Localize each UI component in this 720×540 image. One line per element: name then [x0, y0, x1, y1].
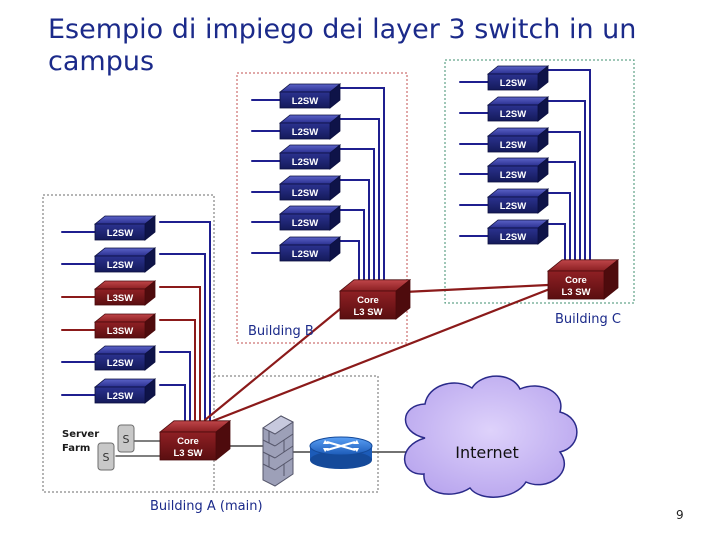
switch-label: L2SW — [292, 249, 318, 260]
switch-label: L2SW — [292, 127, 318, 138]
l2-switch: L2SW — [278, 114, 342, 140]
l2-switch: L2SW — [486, 96, 550, 122]
switch-label: L2SW — [500, 232, 526, 243]
svg-text:S: S — [103, 451, 110, 464]
server-icon: S — [97, 442, 115, 471]
l3-switch: L3SW — [93, 280, 157, 306]
l2-switch: L2SW — [93, 215, 157, 241]
slide-title: Esempio di impiego dei layer 3 switch in… — [48, 14, 637, 77]
l2-switch: L2SW — [93, 345, 157, 371]
switch-label: L3 SW — [561, 287, 590, 298]
switch-label: Core — [565, 275, 587, 286]
l2-switch: L2SW — [278, 236, 342, 262]
building-a-label: Building A (main) — [150, 499, 263, 514]
l2-switch: L2SW — [278, 144, 342, 170]
switch-label: L2SW — [107, 391, 133, 402]
building-a-frame — [42, 194, 215, 493]
firewall-icon — [262, 415, 294, 487]
l2-switch: L2SW — [278, 83, 342, 109]
l2-switch: L2SW — [278, 205, 342, 231]
building-a-lower-frame — [214, 375, 379, 493]
internet-cloud: Internet — [403, 375, 578, 498]
router-icon — [309, 436, 373, 469]
l3-switch: L3SW — [93, 313, 157, 339]
internet-label: Internet — [455, 443, 519, 462]
server-icon: S — [117, 424, 135, 453]
switch-label: L2SW — [107, 358, 133, 369]
switch-label: L2SW — [500, 140, 526, 151]
server-farm-label-line1: Server — [62, 429, 99, 440]
l2-switch: L2SW — [486, 157, 550, 183]
switch-label: L2SW — [500, 201, 526, 212]
l2-switch: L2SW — [486, 219, 550, 245]
switch-label: L3 SW — [173, 448, 202, 459]
svg-text:S: S — [123, 433, 130, 446]
building-b-frame — [236, 72, 408, 344]
l2-switch: L2SW — [486, 188, 550, 214]
switch-label: L2SW — [107, 228, 133, 239]
l2-switch: L2SW — [486, 127, 550, 153]
switch-label: L2SW — [292, 157, 318, 168]
links — [61, 69, 591, 457]
switch-label: Core — [177, 436, 199, 447]
switch-label: L3 SW — [353, 307, 382, 318]
switch-label: L2SW — [500, 78, 526, 89]
switch-layer: L2SW L2SW L3SW L3SW L2SW L2SW L2SW L2SW L2SW L2SW… — [93, 65, 620, 461]
switch-label: Core — [357, 295, 379, 306]
server-farm: Server Farm S S — [62, 424, 135, 471]
switch-label: L3SW — [107, 326, 133, 337]
switch-label: L3SW — [107, 293, 133, 304]
building-b-label: Building B — [248, 324, 314, 339]
switch-label: L2SW — [292, 218, 318, 229]
l2-switch: L2SW — [278, 175, 342, 201]
switch-label: L2SW — [500, 109, 526, 120]
server-farm-label-line2: Farm — [62, 443, 90, 454]
building-c-label: Building C — [555, 312, 621, 327]
switch-label: L2SW — [292, 188, 318, 199]
switch-label: L2SW — [500, 170, 526, 181]
l2-switch: L2SW — [486, 65, 550, 91]
page-number: 9 — [676, 508, 684, 522]
switch-label: L2SW — [292, 96, 318, 107]
switch-label: L2SW — [107, 260, 133, 271]
l2-switch: L2SW — [93, 378, 157, 404]
l2-switch: L2SW — [93, 247, 157, 273]
